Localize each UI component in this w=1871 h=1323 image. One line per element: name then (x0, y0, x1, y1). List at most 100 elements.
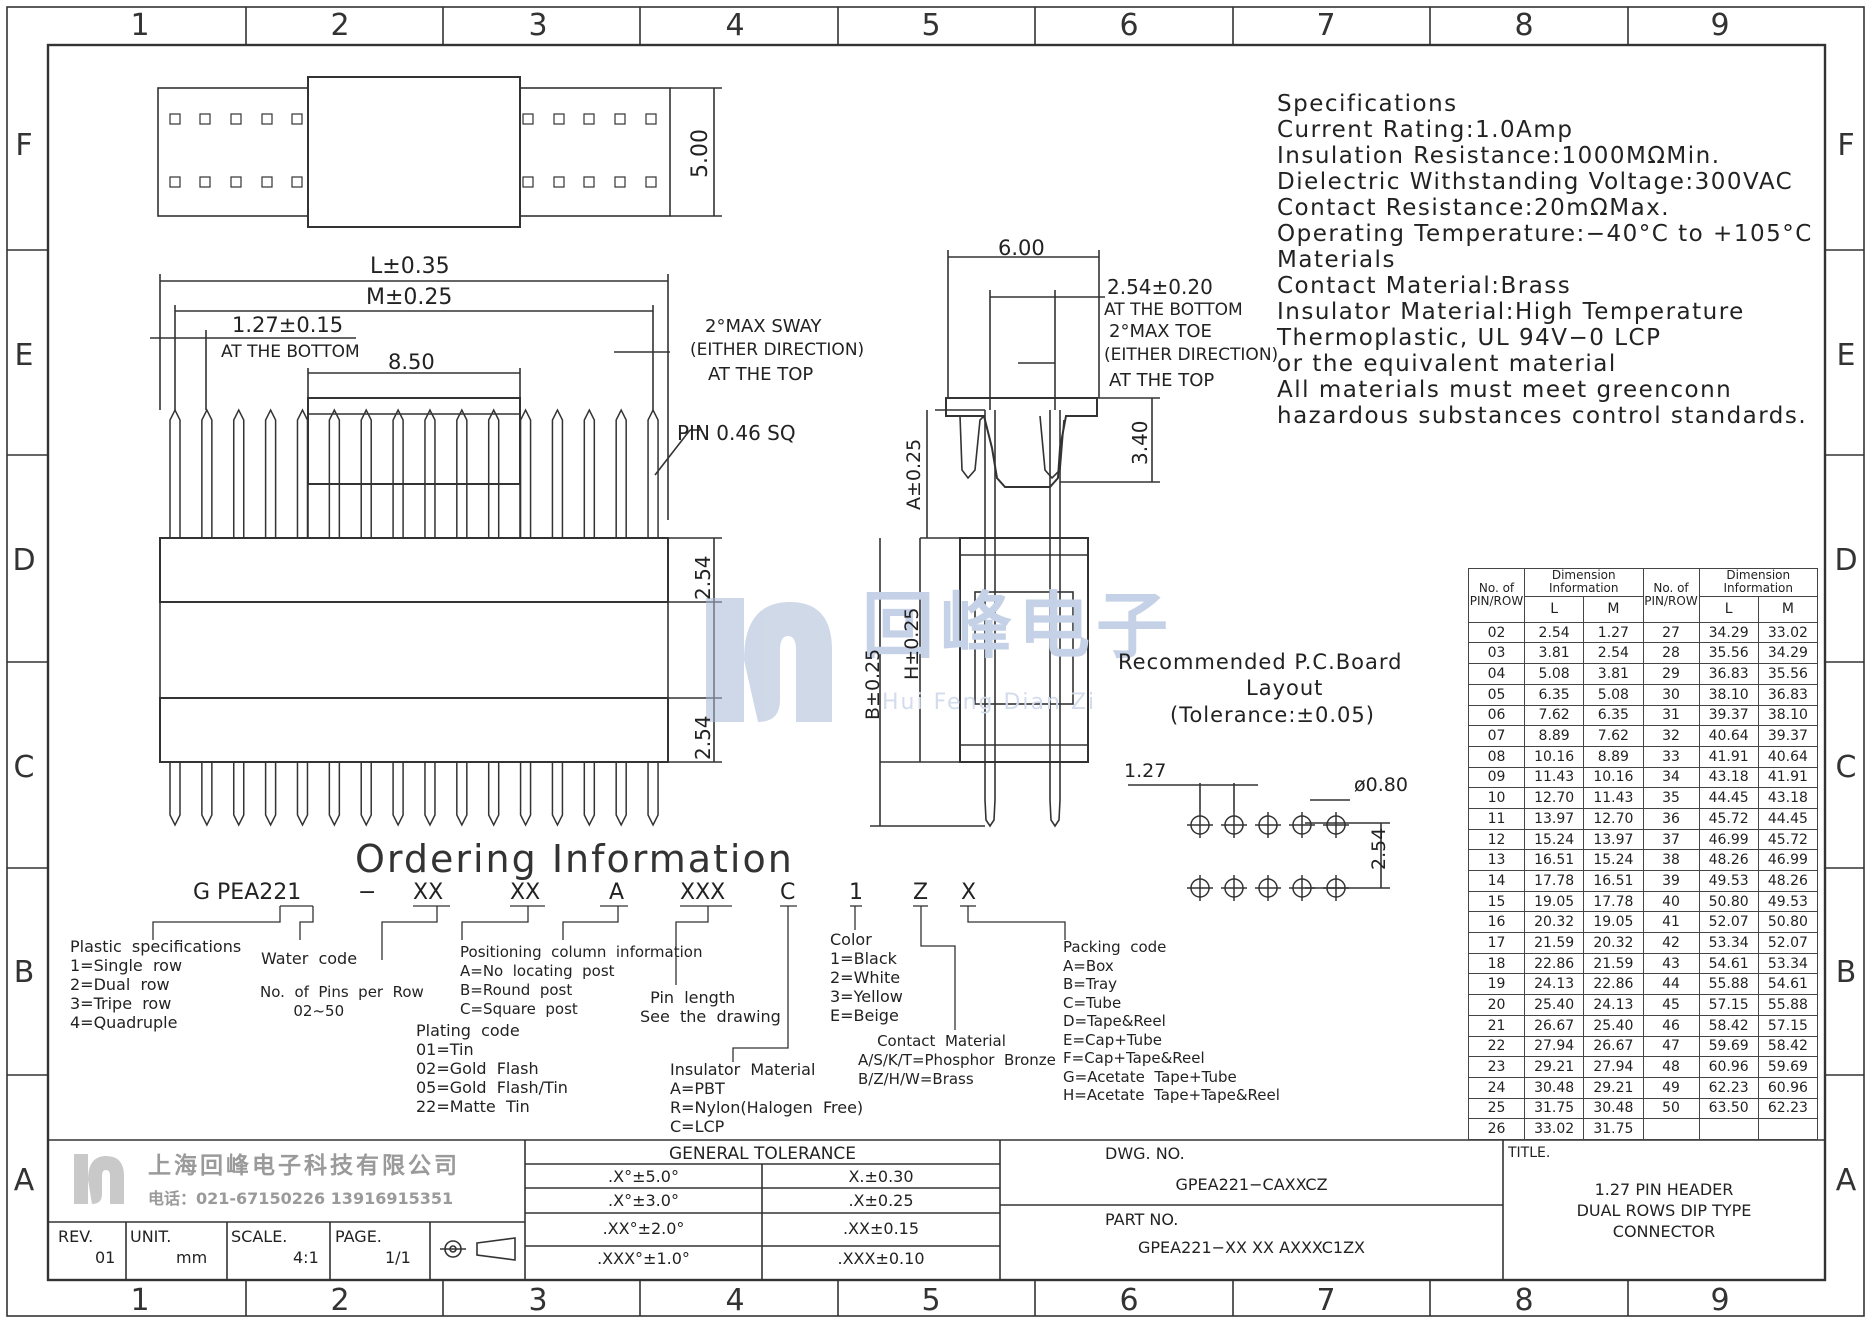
table-cell: 60.96 (1698, 1056, 1759, 1078)
table-cell: 40 (1642, 890, 1700, 913)
table-cell: 32 (1642, 725, 1700, 747)
pin (201, 408, 213, 827)
dim-housing-width: 8.50 (388, 350, 435, 374)
dim-side-width: 6.00 (998, 236, 1045, 260)
table-cell: 58.42 (1757, 1035, 1819, 1058)
table-cell: 59.69 (1757, 1056, 1819, 1078)
company-name: 上海回峰电子科技有限公司 (148, 1153, 460, 1179)
spec-line: All materials must meet greenconn (1277, 377, 1733, 403)
table-cell: 26 (1468, 1118, 1525, 1140)
th-m: M (1583, 595, 1644, 623)
ordering-color: Color 1=Black 2=White 3=Yellow E=Beige (830, 930, 903, 1025)
zone-col-3-bottom: 3 (528, 1283, 548, 1318)
zone-row-F-left: F (15, 128, 33, 163)
table-cell: 33 (1642, 745, 1700, 768)
dim-a: A±0.25 (903, 438, 925, 510)
zone-row-B-left: B (13, 955, 35, 990)
table-cell: 10.16 (1523, 745, 1585, 768)
code-part: XXX (680, 880, 726, 905)
watermark-en: Hui Feng Dian Zi (882, 690, 1097, 715)
zone-col-1-bottom: 1 (130, 1283, 150, 1318)
table-cell: 33.02 (1757, 621, 1819, 644)
dwg-number: GPEA221−CAXXCZ (1175, 1175, 1328, 1194)
table-cell: 30.48 (1583, 1097, 1644, 1120)
tol-angle-3: .XX°±2.0° (602, 1219, 685, 1238)
table-cell: 23 (1468, 1056, 1525, 1078)
dim-l: L±0.35 (370, 254, 450, 279)
table-cell: 50 (1642, 1097, 1700, 1120)
scale-value: 4:1 (293, 1248, 319, 1267)
table-cell: 44.45 (1757, 807, 1819, 830)
zone-col-7-bottom: 7 (1316, 1283, 1336, 1318)
spec-line: Contact Material:Brass (1277, 273, 1572, 299)
table-cell: 40.64 (1698, 725, 1759, 747)
table-cell: 46.99 (1757, 849, 1819, 872)
code-part: G PEA221 (193, 880, 302, 905)
pin (551, 408, 564, 827)
pcb-holes (1187, 812, 1349, 901)
title-line-2: DUAL ROWS DIP TYPE (1576, 1201, 1752, 1220)
title-block-lines (48, 1139, 1825, 1280)
table-cell: 43.18 (1757, 787, 1819, 809)
th-pin-row-2: No. of PIN/ROW (1642, 568, 1700, 623)
table-cell: 50.80 (1757, 911, 1819, 934)
zone-col-5-bottom: 5 (921, 1283, 941, 1318)
table-cell: 27.94 (1523, 1035, 1585, 1058)
table-cell: 49.53 (1698, 870, 1759, 892)
table-cell: 58.42 (1698, 1014, 1759, 1037)
table-cell: 52.07 (1698, 911, 1759, 934)
table-cell: 09 (1468, 766, 1525, 789)
spec-line: Insulator Material:High Temperature (1277, 299, 1745, 325)
table-cell: 31 (1642, 704, 1700, 727)
table-cell: 29.21 (1523, 1056, 1585, 1078)
pcb-title-2: Layout (1246, 676, 1324, 700)
spec-line: Dielectric Withstanding Voltage:300VAC (1277, 169, 1794, 195)
pcb-title-1: Recommended P.C.Board (1118, 650, 1403, 674)
tol-angle-2: .X°±3.0° (608, 1191, 679, 1210)
table-cell: 57.15 (1698, 994, 1759, 1016)
table-cell: 03 (1468, 642, 1525, 665)
table-cell: 36 (1642, 807, 1700, 830)
ordering-title: Ordering Information (355, 837, 794, 881)
dim-toe-1: 2°MAX TOE (1109, 321, 1212, 342)
unit-value: mm (176, 1248, 208, 1267)
watermark-cn: 回峰电子 (862, 584, 1175, 668)
table-cell: 62.23 (1698, 1076, 1759, 1099)
table-cell: 17.78 (1523, 870, 1585, 892)
table-cell: 38.10 (1698, 683, 1759, 706)
dim-toe-3: AT THE TOP (1109, 370, 1215, 391)
table-cell: 52.07 (1757, 932, 1819, 954)
table-cell: 46 (1642, 1014, 1700, 1037)
table-cell: 21 (1468, 1014, 1525, 1037)
zone-col-2-top: 2 (330, 8, 350, 43)
top-view (157, 76, 722, 228)
table-cell: 02 (1468, 621, 1525, 644)
table-cell: 12 (1468, 828, 1525, 851)
zone-col-7-top: 7 (1316, 8, 1336, 43)
table-cell: 41 (1642, 911, 1700, 934)
table-cell: 20.32 (1523, 911, 1585, 934)
zone-col-5-top: 5 (921, 8, 941, 43)
table-cell: 22.86 (1583, 973, 1644, 996)
table-cell: 57.15 (1757, 1014, 1819, 1037)
code-part: − (358, 880, 377, 905)
table-cell: 24 (1468, 1076, 1525, 1099)
spec-line: Operating Temperature:−40°C to +105°C (1277, 221, 1813, 247)
pin (360, 408, 372, 827)
pcb-pitch: 1.27 (1124, 760, 1167, 782)
spec-line: Thermoplastic, UL 94V−0 LCP (1277, 325, 1662, 351)
zone-ticks (7, 7, 1864, 1316)
dim-pitch: 1.27±0.15 (232, 313, 344, 337)
table-cell: 34.29 (1698, 621, 1759, 644)
ordering-packing: Packing code A=Box B=Tray C=Tube D=Tape&… (1063, 938, 1280, 1104)
table-cell: 42 (1642, 932, 1700, 954)
